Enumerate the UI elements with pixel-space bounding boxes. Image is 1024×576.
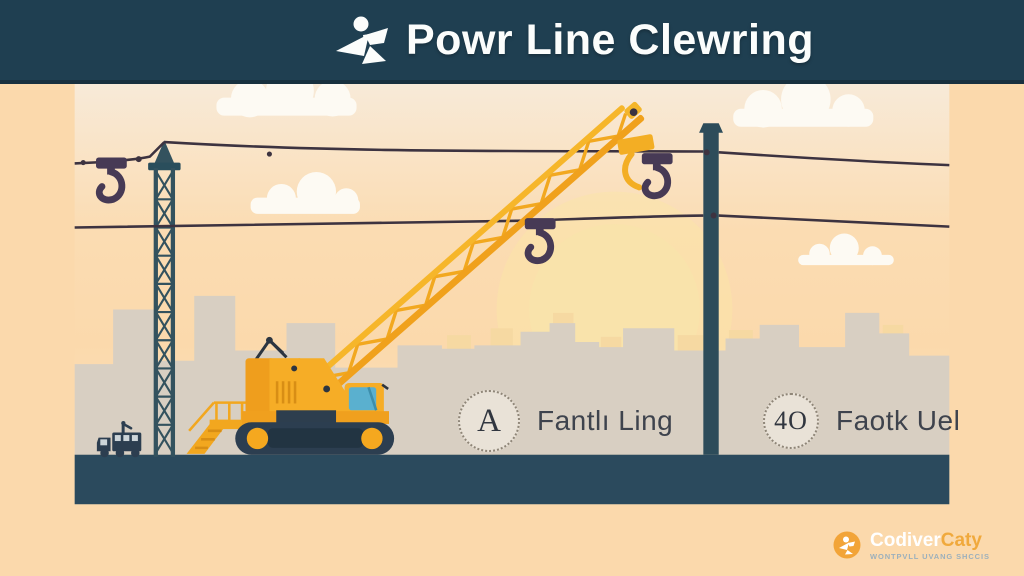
boom-tip-pulley [617,134,655,191]
illustration-canvas [74,84,950,505]
brand-logo: CodiverCaty WONTPVLL UVANG SHCCIS [833,531,990,561]
page-title: Powr Line Clewring [406,15,814,64]
header-title-group: Powr Line Clewring [334,15,814,65]
utility-pole [699,123,723,455]
worker-badge-icon [833,531,861,559]
brand-name-primary: Codiver [870,530,941,551]
callout-circle-a: A [458,390,520,452]
crane-walkway [186,401,260,454]
service-truck [96,420,142,458]
brand-text: CodiverCaty WONTPVLL UVANG SHCCIS [870,531,990,561]
crane-crawler-track [235,422,395,455]
callout-circle-40: 4O [763,393,819,449]
line-connectors [80,151,272,166]
crane-deck [242,410,389,424]
brand-name-accent: Caty [940,530,982,551]
callout-label: Fantlı Ling [537,405,674,436]
callout-label: Faotk Uel [836,405,961,436]
crane-boom [313,101,645,399]
illustration-scene [0,84,1024,576]
cloud-top-left [216,84,357,118]
cloud-top-right [733,84,874,128]
callout-fantli-ling: A Fantlı Ling [458,390,673,452]
header-banner: Powr Line Clewring [0,0,1024,84]
brand-tagline: WONTPVLL UVANG SHCCIS [870,552,990,561]
cloud-mid-right [798,233,894,266]
callout-faotk-uel: 4O Faotk Uel [763,393,960,449]
clouds [216,84,894,266]
crawler-crane-body [186,336,395,455]
ground [74,454,950,505]
worker-flag-icon [336,16,388,64]
cloud-mid-left [250,171,360,214]
crane-engine-housing [245,358,359,414]
lattice-tower [148,140,181,457]
brand-name: CodiverCaty [870,531,990,550]
